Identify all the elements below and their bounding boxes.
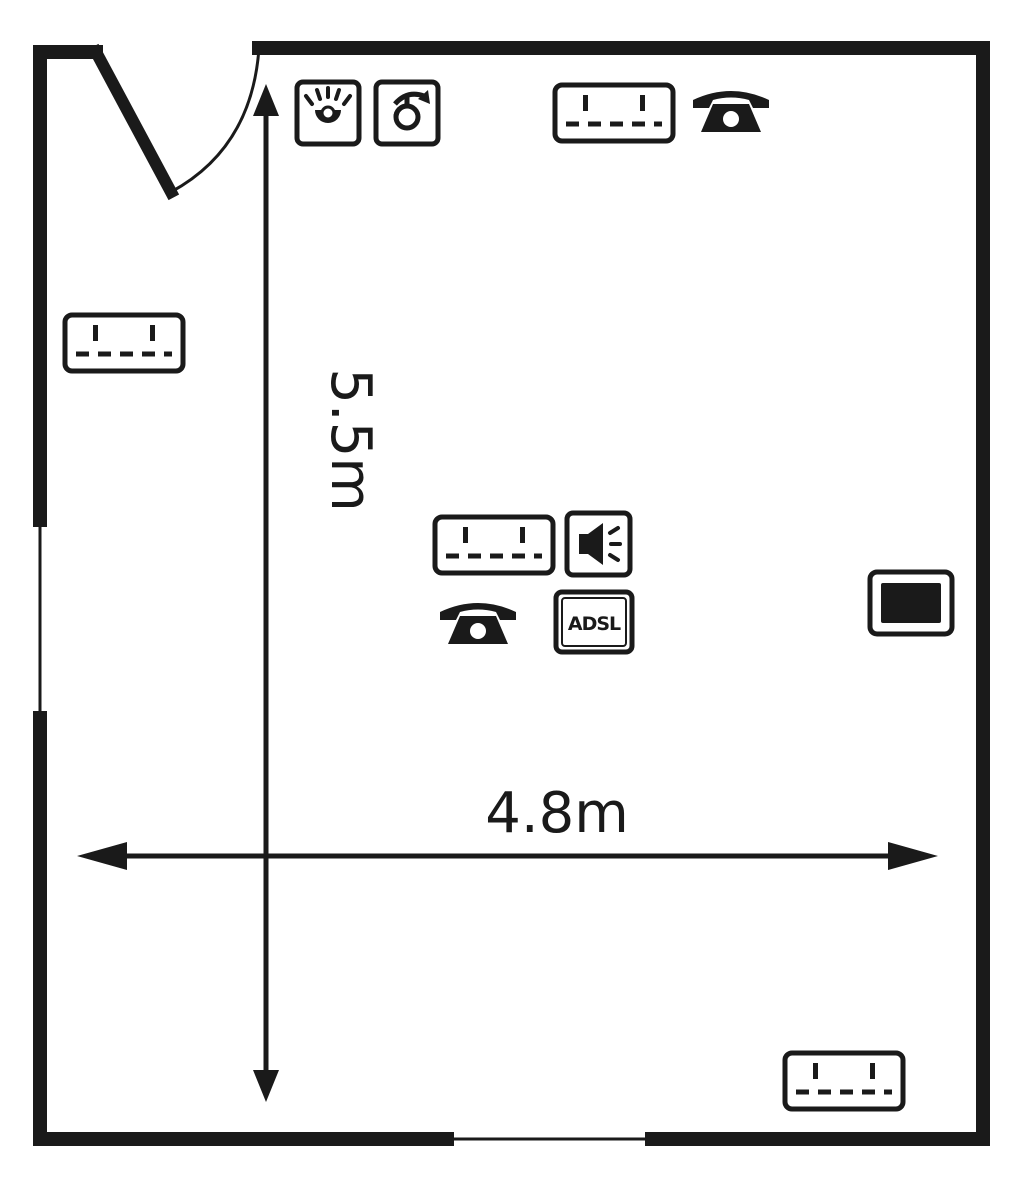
speaker-icon bbox=[564, 510, 633, 578]
width-dimension bbox=[77, 842, 938, 870]
telephone-socket-icon bbox=[440, 603, 516, 644]
width-label: 4.8m bbox=[485, 781, 629, 846]
walls bbox=[33, 41, 990, 1146]
tv-aerial-socket-icon bbox=[867, 569, 955, 637]
double-socket-icon bbox=[65, 315, 183, 371]
dimmer-switch-icon bbox=[373, 79, 441, 147]
width-arrow-left bbox=[77, 842, 127, 870]
width-arrow-right bbox=[888, 842, 938, 870]
height-arrow-bottom bbox=[253, 1070, 279, 1102]
double-socket-icon bbox=[785, 1053, 903, 1109]
adsl-label: ADSL bbox=[568, 613, 621, 635]
height-dimension bbox=[253, 84, 279, 1102]
height-label: 5.5m bbox=[318, 368, 383, 512]
height-arrow-top bbox=[253, 84, 279, 116]
door-leaf bbox=[87, 43, 180, 201]
double-socket-icon bbox=[555, 85, 673, 141]
door-swing-arc bbox=[170, 47, 261, 194]
adsl-socket-icon: ADSL bbox=[553, 589, 635, 655]
light-switch-icon bbox=[294, 79, 362, 147]
telephone-socket-icon bbox=[693, 91, 769, 132]
door bbox=[87, 43, 261, 201]
double-socket-icon bbox=[435, 517, 553, 573]
